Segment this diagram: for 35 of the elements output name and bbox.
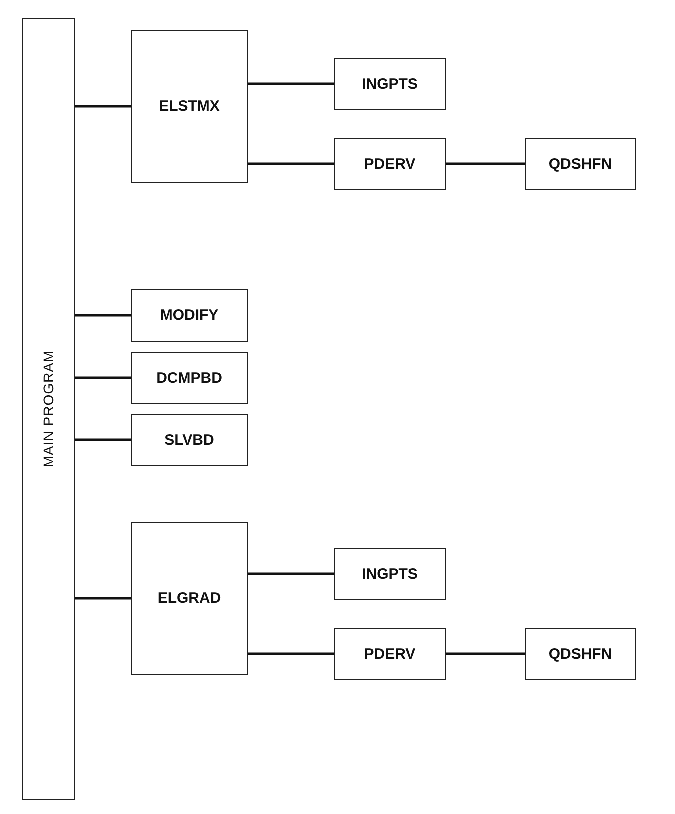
module-box (131, 352, 248, 404)
module-box (131, 289, 248, 342)
module-name: MODIFY (160, 307, 219, 324)
module-name: QDSHFN (548, 646, 612, 662)
connector-line (446, 162, 525, 166)
module-name: SLVBD (164, 432, 214, 448)
module-box (525, 138, 636, 190)
module-box (131, 522, 248, 675)
module-name: ELGRAD (158, 590, 222, 607)
module-box (334, 138, 446, 190)
module-name: INGPTS (362, 76, 418, 92)
module-box (131, 30, 248, 183)
connector-line (248, 572, 334, 576)
program-label: MAIN PROGRAM (40, 350, 56, 468)
connector-line (75, 597, 131, 600)
module-box (334, 548, 446, 600)
module-name: DCMPBD (156, 370, 222, 386)
connector-line (75, 438, 131, 442)
module-name: INGPTS (362, 566, 418, 582)
connector-line (248, 652, 334, 656)
connector-line (248, 82, 334, 86)
module-name: PDERV (364, 156, 416, 172)
program-bar (22, 18, 75, 800)
module-name: PDERV (364, 646, 416, 662)
module-box (131, 414, 248, 466)
connector-line (75, 314, 131, 317)
module-box (334, 628, 446, 680)
module-box (525, 628, 636, 680)
connector-line (446, 652, 525, 656)
connector-line (248, 162, 334, 166)
connector-line (75, 105, 131, 108)
module-box (334, 58, 446, 110)
connector-line (75, 376, 131, 380)
module-name: ELSTMX (159, 98, 220, 115)
module-name: QDSHFN (548, 156, 612, 172)
